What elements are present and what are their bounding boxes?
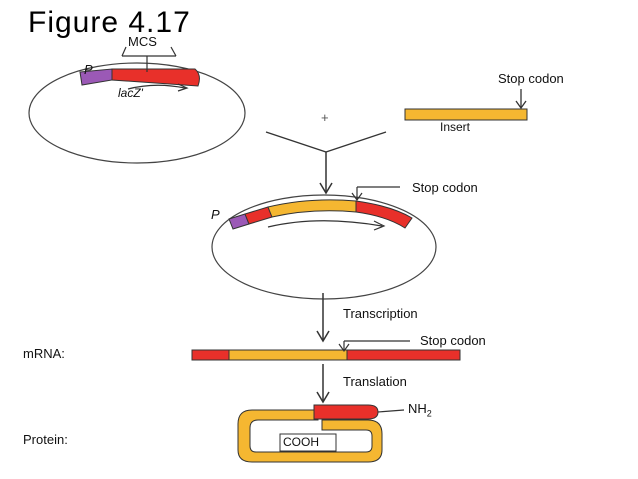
recombinant-direction-arrowhead (373, 220, 386, 231)
recombinant-insert-box (267, 199, 357, 218)
recombinant-lacz-left-box (244, 206, 273, 225)
lacz-arrowhead (177, 83, 189, 92)
translation-label: Translation (343, 374, 407, 389)
cooh-label: COOH (283, 435, 319, 449)
translation-arrowhead (316, 391, 330, 404)
join-line-left (265, 131, 327, 153)
cooh-box (279, 433, 337, 452)
mcs-tick-left (121, 46, 127, 57)
vector-plasmid (28, 46, 246, 164)
insert-bar (404, 108, 528, 121)
insert-stop-codon-label: Stop codon (498, 71, 564, 86)
recombinant-direction-shaft (267, 220, 383, 228)
join-line-right (325, 131, 387, 153)
nh2-subscript: 2 (426, 408, 432, 419)
vector-promoter-label: P (84, 62, 93, 77)
mrna-lacz-left (191, 349, 230, 361)
vector-lacz-box (111, 68, 200, 87)
lacz-label: lacZ' (118, 86, 143, 100)
mcs-label: MCS (128, 34, 157, 49)
lacz-arrow-shaft (127, 84, 186, 90)
transcription-label: Transcription (343, 306, 418, 321)
mrna-stop-codon-label: Stop codon (420, 333, 486, 348)
transcription-arrowhead (316, 330, 330, 343)
nh2-text: NH (408, 401, 427, 416)
vector-circle (28, 62, 246, 164)
protein-shape (237, 404, 405, 463)
insert-stop-arrowhead (515, 100, 527, 110)
plus-sign: + (321, 110, 329, 125)
mrna-strand (191, 340, 461, 361)
protein-insert-part (237, 409, 383, 463)
recombinant-stop-arrowhead (351, 192, 363, 202)
mcs-tick-right (170, 46, 177, 57)
insert-label: Insert (440, 120, 471, 134)
nh2-pointer (377, 409, 405, 413)
mrna-stop-arrowhead (338, 343, 350, 353)
mrna-lacz-right (346, 349, 461, 361)
figure-title: Figure 4.17 (28, 6, 191, 39)
protein-lacz-part (313, 404, 379, 420)
mrna-insert (228, 349, 348, 361)
recombinant-plasmid (211, 186, 437, 300)
recombinant-stop-codon-label: Stop codon (412, 180, 478, 195)
join-arrowhead (319, 182, 333, 195)
recombinant-lacz-right-box (355, 200, 413, 229)
mrna-label: mRNA: (23, 346, 65, 361)
recombinant-circle (211, 194, 437, 300)
nh2-label: NH2 (408, 401, 432, 419)
ligation-join (265, 131, 387, 195)
recombinant-promoter-label: P (211, 207, 220, 222)
insert-fragment (404, 89, 528, 121)
protein-label: Protein: (23, 432, 68, 447)
